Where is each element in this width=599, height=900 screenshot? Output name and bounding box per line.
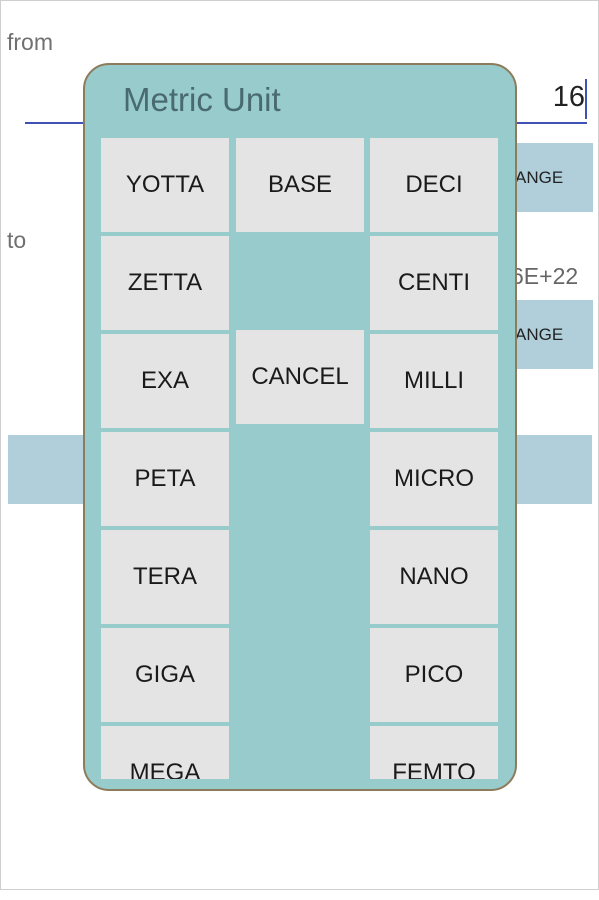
from-range-button[interactable]: ANGE [507, 143, 593, 212]
unit-button-milli[interactable]: MILLI [370, 334, 498, 428]
unit-button-deci[interactable]: DECI [370, 138, 498, 232]
unit-button-zetta[interactable]: ZETTA [101, 236, 229, 330]
unit-button-base[interactable]: BASE [236, 138, 364, 232]
from-value-input[interactable]: 16 [552, 81, 585, 113]
unit-button-femto[interactable]: FEMTO [370, 726, 498, 779]
dialog-title: Metric Unit [123, 81, 281, 118]
unit-button-exa[interactable]: EXA [101, 334, 229, 428]
unit-button-tera[interactable]: TERA [101, 530, 229, 624]
unit-button-centi[interactable]: CENTI [370, 236, 498, 330]
unit-button-micro[interactable]: MICRO [370, 432, 498, 526]
to-label: to [7, 227, 27, 253]
unit-button-pico[interactable]: PICO [370, 628, 498, 722]
to-value: 6E+22 [511, 263, 579, 289]
from-label: from [7, 29, 53, 55]
to-range-button[interactable]: ANGE [507, 300, 593, 369]
unit-button-cancel[interactable]: CANCEL [236, 330, 364, 424]
unit-button-giga[interactable]: GIGA [101, 628, 229, 722]
unit-button-nano[interactable]: NANO [370, 530, 498, 624]
text-caret [585, 79, 587, 119]
unit-button-mega[interactable]: MEGA [101, 726, 229, 779]
unit-button-yotta[interactable]: YOTTA [101, 138, 229, 232]
unit-button-peta[interactable]: PETA [101, 432, 229, 526]
